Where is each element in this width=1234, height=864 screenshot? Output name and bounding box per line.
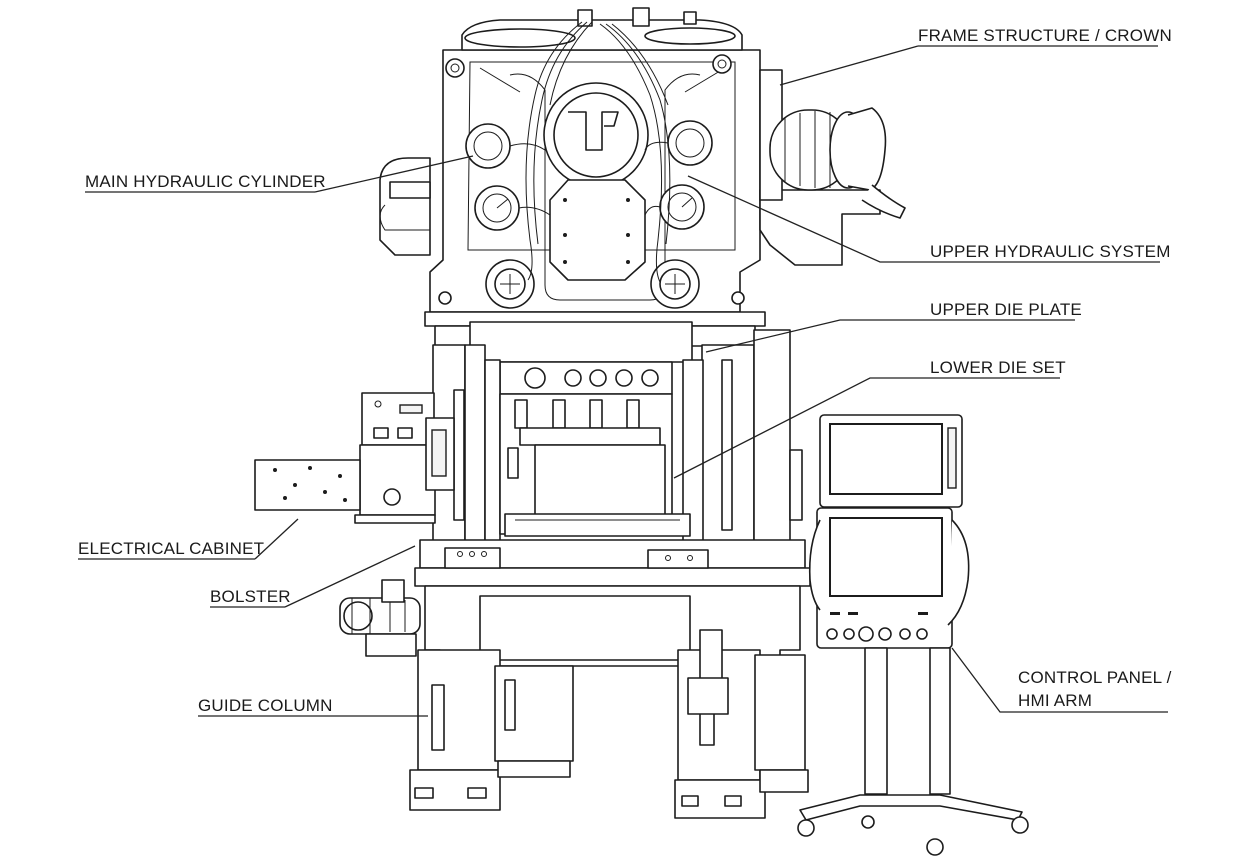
press-base (409, 585, 809, 819)
bolster (414, 539, 811, 587)
electrical-cabinet (254, 392, 455, 524)
upper-die-plate (424, 311, 766, 395)
crown-frame (429, 7, 761, 313)
control-panel-hmi (797, 414, 1029, 856)
label-main-hydraulic-cylinder: MAIN HYDRAULIC CYLINDER (85, 172, 326, 191)
callout-labels: FRAME STRUCTURE / CROWN MAIN HYDRAULIC C… (78, 26, 1172, 715)
label-control-panel-line2: HMI ARM (1018, 691, 1092, 710)
label-electrical-cabinet: ELECTRICAL CABINET (78, 539, 264, 558)
label-frame-structure: FRAME STRUCTURE / CROWN (918, 26, 1172, 45)
label-control-panel-line1: CONTROL PANEL / (1018, 668, 1172, 687)
label-upper-die-plate: UPPER DIE PLATE (930, 300, 1082, 319)
label-upper-hydraulic-system: UPPER HYDRAULIC SYSTEM (930, 242, 1171, 261)
left-side-fitting (379, 157, 431, 256)
lower-die-set (499, 393, 691, 537)
auxiliary-pump (339, 579, 421, 657)
hydraulic-motor (759, 69, 906, 266)
label-bolster: BOLSTER (210, 587, 291, 606)
label-lower-die-set: LOWER DIE SET (930, 358, 1066, 377)
label-guide-column: GUIDE COLUMN (198, 696, 333, 715)
leader-lines (78, 45, 1168, 717)
press-uprights (432, 329, 803, 546)
